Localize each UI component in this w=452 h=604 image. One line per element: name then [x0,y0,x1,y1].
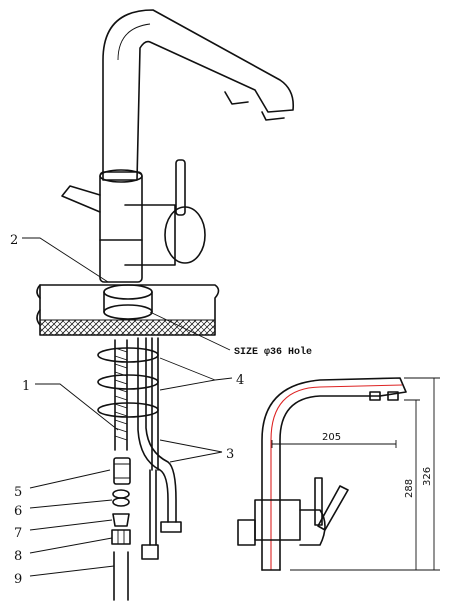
callout-4: 4 [236,373,244,388]
part-9-pipe [113,551,129,601]
gaskets [97,347,159,418]
part-5-coupler [113,457,131,485]
hole-size-note: SIZE φ36 Hole [234,346,312,358]
callout-7: 7 [14,526,22,541]
callout-5: 5 [14,485,22,500]
callout-2: 2 [10,233,18,248]
dimension-lines [271,377,440,571]
side-profile [237,377,407,571]
leader-lines [22,237,233,577]
callout-9: 9 [14,572,22,587]
threaded-rod [114,339,128,451]
supply-hoses [137,337,182,560]
faucet-spout [102,9,295,181]
mounting-nut [103,284,153,320]
countertop-section [36,284,220,336]
callout-6: 6 [14,504,22,519]
callout-1: 1 [22,379,30,394]
dimension-reach: 205 [322,432,341,443]
part-6-washer [112,489,130,507]
part-8-nut [111,529,131,545]
dimension-spout-height: 288 [404,479,415,498]
dimension-total-height: 326 [422,467,433,486]
callout-3: 3 [226,447,234,462]
part-7-ferrule [112,513,130,527]
callout-8: 8 [14,549,22,564]
faucet-body [61,159,206,283]
